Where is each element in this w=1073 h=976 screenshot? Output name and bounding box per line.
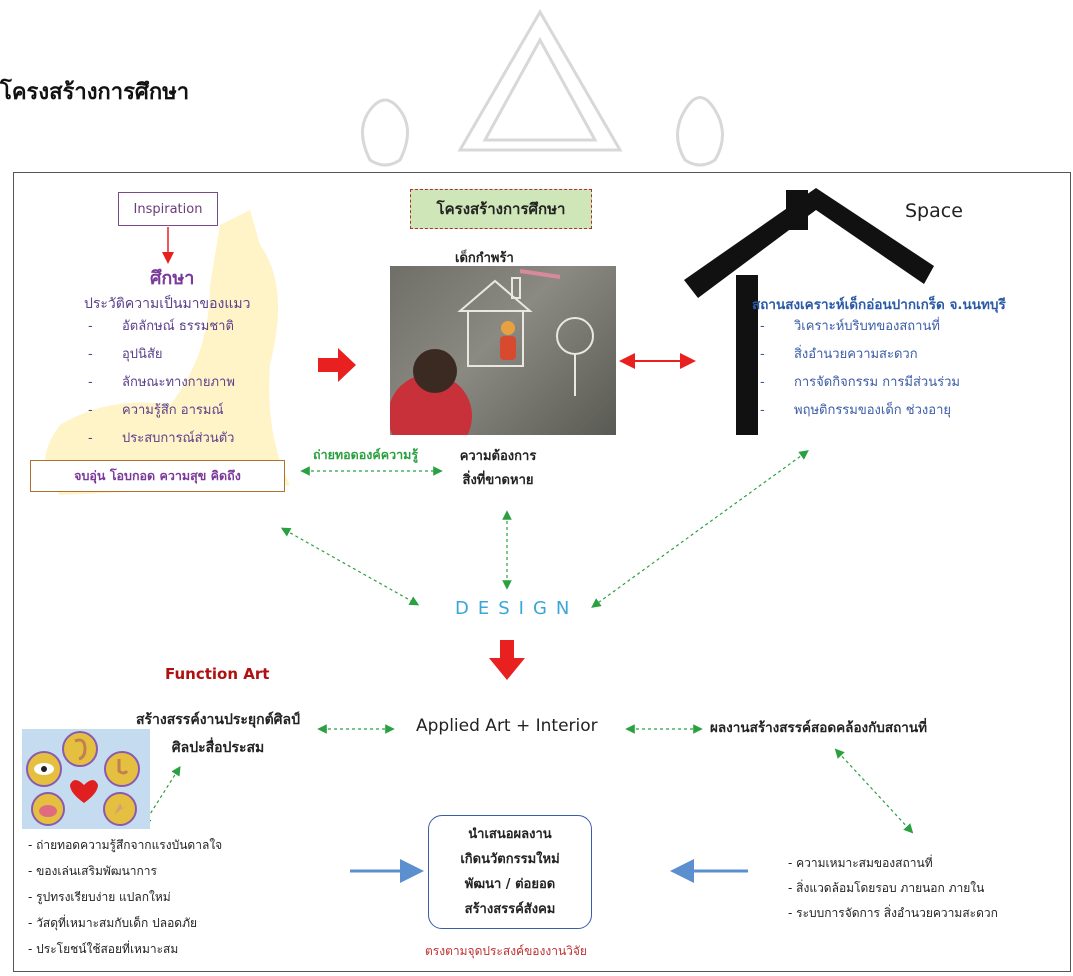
list-item: - วัสดุที่เหมาะสมกับเด็ก ปลอดภัย bbox=[28, 916, 198, 930]
design-down-arrow bbox=[489, 640, 525, 680]
inspiration-box: Inspiration bbox=[118, 192, 218, 226]
list-item: -วิเคราะห์บริบทของสถานที่ bbox=[760, 319, 940, 334]
result-list-arrow bbox=[834, 748, 914, 834]
study-list: -อัตลักษณ์ ธรรมชาติ -อุปนิสัย -ลักษณะทาง… bbox=[88, 313, 235, 453]
left-list: - ถ่ายทอดความรู้สึกจากแรงบันดาลใจ - ของเ… bbox=[28, 832, 222, 962]
page-heading: โครงสร้างการศึกษา bbox=[0, 80, 190, 105]
child-drawing-photo bbox=[390, 266, 616, 435]
senses-list-arrow bbox=[142, 765, 181, 827]
list-item: -ประสบการณ์ส่วนตัว bbox=[88, 431, 235, 446]
list-item: - ของเล่นเสริมพัฒนาการ bbox=[28, 864, 157, 878]
list-item: - สิ่งแวดล้อมโดยรอบ ภายนอก ภายใน bbox=[788, 881, 985, 895]
study-design-arrow bbox=[280, 527, 420, 606]
list-item: -สิ่งอำนวยความสะดวก bbox=[760, 347, 918, 362]
transfer-label: ถ่ายทอดองค์ความรู้ bbox=[313, 447, 419, 462]
result-label: ผลงานสร้างสรรค์สอดคล้องกับสถานที่ bbox=[710, 720, 928, 736]
aim-label: ตรงตามจุดประสงค์ของงานวิจัย bbox=[425, 944, 587, 958]
list-item: - ระบบการจัดการ สิ่งอำนวยความสะดวก bbox=[788, 906, 998, 920]
present-box: นำเสนอผลงาน เกิดนวัตกรรมใหม่ พัฒนา / ต่อ… bbox=[428, 815, 592, 929]
create-text: สร้างสรรค์งานประยุกต์ศิลป์ ศิลปะสื่อประส… bbox=[135, 712, 301, 756]
space-design-arrow bbox=[591, 450, 809, 608]
list-item: -การจัดกิจกรรม การมีส่วนร่วม bbox=[760, 375, 960, 390]
design-label: DESIGN bbox=[455, 598, 579, 619]
list-item: - รูปทรงเรียบง่าย แปลกใหม่ bbox=[28, 890, 171, 904]
diagram-frame bbox=[13, 172, 1071, 972]
list-item: -ลักษณะทางกายภาพ bbox=[88, 375, 235, 390]
list-item: -อัตลักษณ์ ธรรมชาติ bbox=[88, 319, 234, 334]
emotion-box: จบอุ่น โอบกอด ความสุข คิดถึง bbox=[30, 460, 285, 492]
right-list: - ความเหมาะสมของสถานที่ - สิ่งแวดล้อมโดย… bbox=[788, 851, 998, 926]
function-art-label: Function Art bbox=[165, 665, 270, 683]
list-item: -อุปนิสัย bbox=[88, 347, 163, 362]
list-item: - ประโยชน์ใช้สอยที่เหมาะสม bbox=[28, 942, 179, 956]
space-list: -วิเคราะห์บริบทของสถานที่ -สิ่งอำนวยความ… bbox=[760, 313, 960, 425]
structure-title-box: โครงสร้างการศึกษา bbox=[410, 189, 592, 229]
needs-text: ความต้องการ สิ่งที่ขาดหาย bbox=[459, 449, 537, 488]
big-red-arrow bbox=[318, 348, 356, 382]
house-icon bbox=[684, 188, 934, 435]
applied-art-label: Applied Art + Interior bbox=[416, 716, 598, 736]
cat-silhouette bbox=[45, 210, 290, 495]
study-subtitle: ประวัติความเป็นมาของแมว bbox=[84, 296, 251, 312]
list-item: - ถ่ายทอดความรู้สึกจากแรงบันดาลใจ bbox=[28, 838, 223, 852]
orphan-label: เด็กกำพร้า bbox=[455, 251, 514, 266]
list-item: - ความเหมาะสมของสถานที่ bbox=[788, 856, 933, 870]
watermark-emblem bbox=[361, 9, 724, 167]
space-title: สถานสงเคราะห์เด็กอ่อนปากเกร็ด จ.นนทบุรี bbox=[752, 297, 1006, 313]
study-title: ศึกษา bbox=[150, 268, 195, 289]
list-item: -ความรู้สึก อารมณ์ bbox=[88, 403, 224, 418]
list-item: -พฤษติกรรมของเด็ก ช่วงอายุ bbox=[760, 403, 951, 418]
senses-illustration bbox=[22, 729, 150, 829]
space-label: Space bbox=[905, 200, 963, 222]
